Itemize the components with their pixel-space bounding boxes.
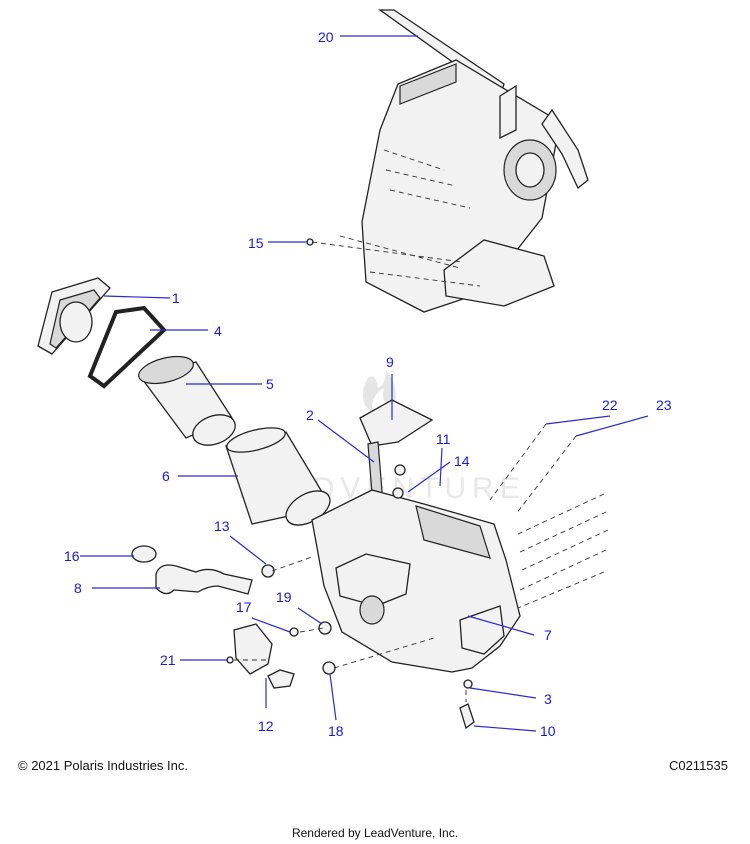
callout-23: 23 bbox=[656, 397, 672, 413]
callout-13: 13 bbox=[214, 518, 230, 534]
callout-10: 10 bbox=[540, 723, 556, 739]
leader-lines bbox=[80, 35, 649, 732]
callout-20: 20 bbox=[318, 29, 334, 45]
pre-filter-sleeve bbox=[225, 427, 331, 526]
callout-7: 7 bbox=[544, 627, 552, 643]
callout-9: 9 bbox=[386, 354, 394, 370]
rendered-by-text: Rendered by LeadVenture, Inc. bbox=[291, 826, 459, 840]
callout-labels: 20 15 1 4 5 9 2 22 23 11 14 6 13 16 8 19… bbox=[64, 29, 672, 739]
bracket bbox=[359, 399, 434, 447]
small-hardware bbox=[131, 238, 475, 730]
callout-2: 2 bbox=[306, 407, 314, 423]
callout-8: 8 bbox=[74, 580, 82, 596]
callout-4: 4 bbox=[214, 323, 222, 339]
intake-cover bbox=[37, 277, 111, 355]
copyright-text: © 2021 Polaris Industries Inc. bbox=[18, 758, 188, 773]
callout-17: 17 bbox=[236, 599, 252, 615]
callout-21: 21 bbox=[160, 652, 176, 668]
figure-code: C0211535 bbox=[668, 758, 728, 773]
callout-6: 6 bbox=[162, 468, 170, 484]
upper-airbox-housing bbox=[361, 9, 589, 313]
callout-11: 11 bbox=[436, 431, 451, 447]
callout-19: 19 bbox=[276, 589, 292, 605]
air-filter-element bbox=[138, 355, 236, 446]
callout-1: 1 bbox=[172, 290, 180, 306]
callout-5: 5 bbox=[266, 376, 274, 392]
callout-14: 14 bbox=[454, 453, 470, 469]
callout-16: 16 bbox=[64, 548, 80, 564]
alignment-lines bbox=[234, 235, 609, 702]
callout-15: 15 bbox=[248, 235, 264, 251]
lower-airbox-housing bbox=[311, 489, 521, 673]
callout-22: 22 bbox=[602, 397, 618, 413]
callout-18: 18 bbox=[328, 723, 344, 739]
intake-gasket bbox=[87, 305, 167, 389]
callout-12: 12 bbox=[258, 718, 274, 734]
callout-3: 3 bbox=[544, 691, 552, 707]
